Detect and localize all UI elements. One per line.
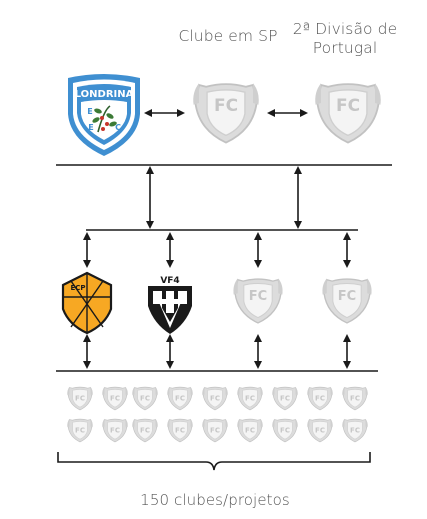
- small-crest: FC: [271, 418, 299, 443]
- small-crest: FC: [341, 418, 369, 443]
- small-crest-grid: FC FC FC FC FC FC FC FC FC FC FC FC FC FC FC FC FC FC: [66, 386, 369, 443]
- vf-club-name: VF4: [160, 276, 179, 286]
- small-crest: FC: [131, 386, 159, 411]
- small-crest: FC: [201, 386, 229, 411]
- small-crest-text: FC: [210, 427, 220, 435]
- small-crest-text: FC: [315, 427, 325, 435]
- fc-crest-mid-4-text: FC: [338, 289, 356, 304]
- sp-club-crest-text: FC: [214, 96, 238, 116]
- small-crest-text: FC: [315, 395, 325, 403]
- londrina-letter-e2: E: [88, 123, 93, 132]
- small-crest: FC: [166, 386, 194, 411]
- vf-club-crest: VF4: [148, 276, 192, 334]
- small-crest-text: FC: [110, 395, 120, 403]
- small-crest: FC: [271, 386, 299, 411]
- small-crest: FC: [236, 386, 264, 411]
- small-crest-text: FC: [210, 395, 220, 403]
- fc-crest-mid-3: FC: [232, 277, 284, 324]
- londrina-letter-e1: E: [87, 107, 92, 116]
- small-crest-text: FC: [175, 427, 185, 435]
- label-portugal-club: 2ª Divisão de Portugal: [292, 20, 398, 57]
- small-crest: FC: [166, 418, 194, 443]
- label-bottom-count: 150 clubes/projetos: [140, 491, 290, 509]
- sp-club-crest: FC: [192, 82, 260, 144]
- small-crest-text: FC: [245, 427, 255, 435]
- bottom-bracket: [57, 452, 371, 471]
- small-crest-text: FC: [75, 427, 85, 435]
- portugal-club-crest-text: FC: [336, 96, 360, 116]
- label-sp-club: Clube em SP: [178, 27, 278, 45]
- londrina-name: LONDRINA: [75, 89, 134, 100]
- portugal-club-crest: FC: [314, 82, 382, 144]
- fc-crest-mid-3-text: FC: [249, 289, 267, 304]
- orange-club-initials: ECP: [70, 284, 85, 292]
- small-crest-text: FC: [280, 395, 290, 403]
- small-crest: FC: [101, 386, 129, 411]
- small-crest-text: FC: [140, 395, 150, 403]
- small-crest: FC: [66, 418, 94, 443]
- orange-club-crest: ECP: [61, 271, 113, 335]
- small-crest: FC: [341, 386, 369, 411]
- small-crest: FC: [101, 418, 129, 443]
- fc-crest-mid-4: FC: [321, 277, 373, 324]
- small-crest: FC: [66, 386, 94, 411]
- small-crest-text: FC: [175, 395, 185, 403]
- londrina-letter-c: C: [115, 123, 121, 132]
- small-crest: FC: [306, 418, 334, 443]
- small-crest-text: FC: [245, 395, 255, 403]
- small-crest-text: FC: [75, 395, 85, 403]
- small-crest: FC: [131, 418, 159, 443]
- small-crest-text: FC: [280, 427, 290, 435]
- small-crest-text: FC: [350, 395, 360, 403]
- small-crest: FC: [201, 418, 229, 443]
- small-crest-text: FC: [110, 427, 120, 435]
- small-crest-text: FC: [350, 427, 360, 435]
- small-crest-text: FC: [140, 427, 150, 435]
- londrina-crest: LONDRINA E C E: [68, 74, 140, 156]
- small-crest: FC: [306, 386, 334, 411]
- small-crest: FC: [236, 418, 264, 443]
